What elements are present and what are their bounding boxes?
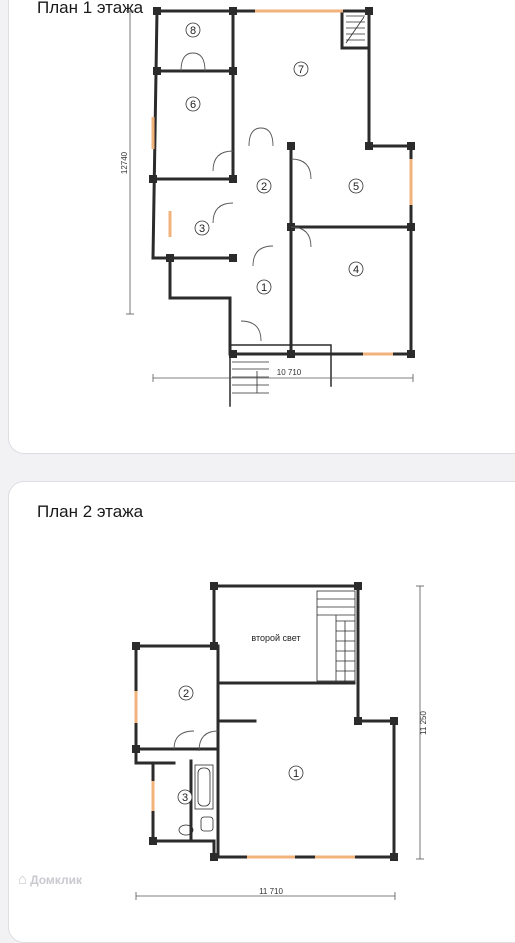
windows	[151, 9, 413, 356]
stairs-1	[345, 15, 365, 44]
doors	[180, 52, 312, 342]
domclick-watermark: ⌂ Домклик	[18, 872, 82, 887]
second-light-label: второй свет	[251, 633, 300, 643]
plan-card-1: План 1 этажа	[8, 0, 515, 454]
windows	[134, 691, 355, 859]
floor-plan-1: 8 7 6 2 5 3 4 1 10 710 12740	[120, 7, 415, 407]
room-2-number: 2	[261, 181, 267, 193]
walls	[151, 9, 413, 407]
room-6-number: 6	[190, 99, 196, 111]
wall-posts	[149, 7, 415, 358]
watermark-text: Домклик	[30, 872, 82, 887]
room-markers	[185, 22, 364, 295]
stairs-2	[316, 590, 356, 683]
dimension-lines	[135, 585, 424, 900]
wall-posts	[132, 582, 398, 861]
room-markers	[177, 685, 304, 805]
dimension-lines	[126, 10, 414, 382]
domclick-logo-icon: ⌂	[18, 871, 28, 888]
room-1-number: 1	[293, 768, 299, 780]
room-1-number: 1	[261, 282, 267, 294]
room-3-number: 3	[182, 792, 188, 804]
room-2-number: 2	[183, 688, 189, 700]
plan-2-height-dimension: 11 250	[419, 711, 428, 735]
room-5-number: 5	[353, 181, 359, 193]
floor-plan-2: 2 1 3 второй свет 11 710 11 250	[132, 582, 428, 900]
room-7-number: 7	[298, 64, 304, 76]
plan-card-2: План 2 этажа	[8, 481, 515, 943]
plan-2-title: План 2 этажа	[37, 502, 144, 521]
room-4-number: 4	[353, 264, 359, 276]
plan-1-width-dimension: 10 710	[277, 368, 302, 377]
plan-1-title: План 1 этажа	[37, 0, 144, 17]
porch-steps	[232, 361, 269, 394]
room-8-number: 8	[190, 25, 196, 37]
room-3-number: 3	[199, 223, 205, 235]
bathroom-fixtures	[178, 764, 214, 836]
plan-2-width-dimension: 11 710	[259, 887, 283, 896]
doors	[173, 730, 219, 752]
plan-1-height-dimension: 12740	[120, 151, 129, 174]
